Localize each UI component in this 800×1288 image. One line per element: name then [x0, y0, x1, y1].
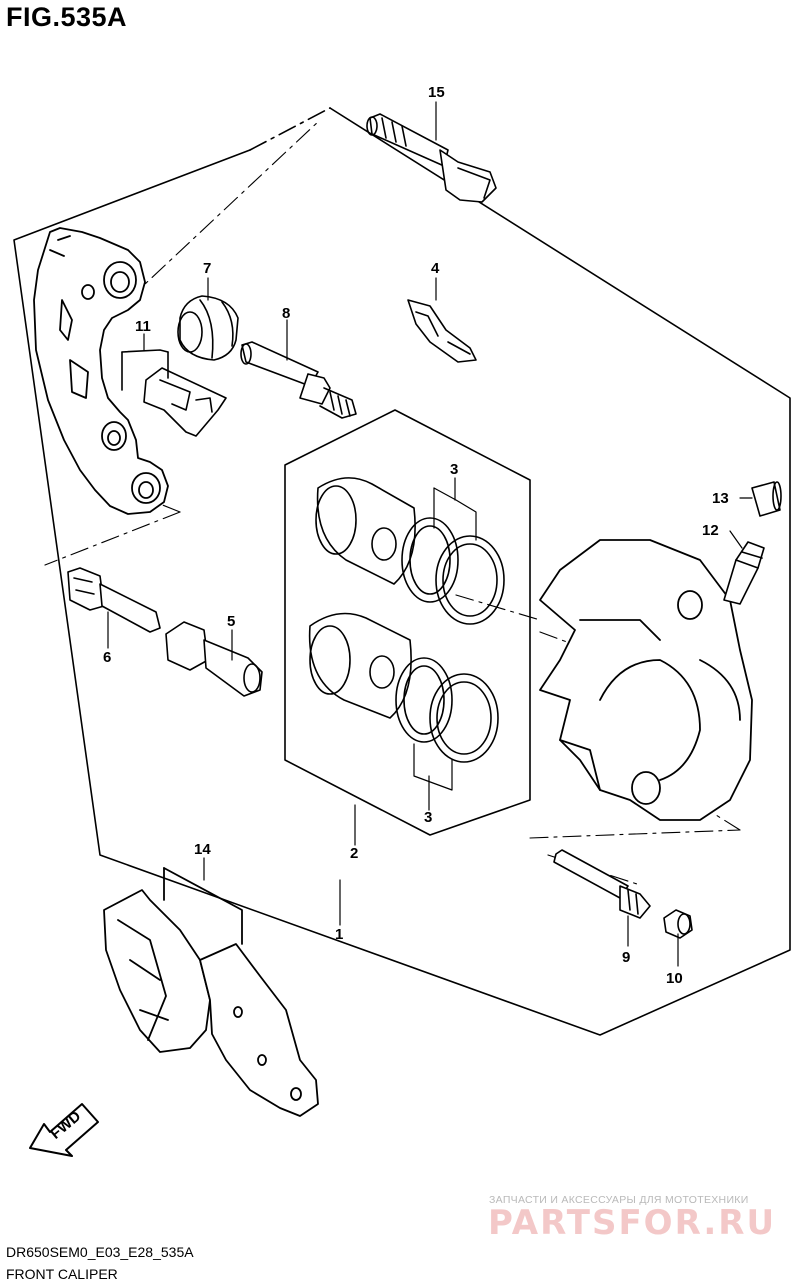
- assembly-outline: [13, 107, 791, 1036]
- callout-2: 2: [350, 845, 358, 862]
- bleeder-cap: [751, 481, 782, 517]
- callout-14: 14: [194, 841, 211, 858]
- piston-upper: [315, 477, 416, 585]
- callout-8: 8: [282, 305, 290, 322]
- guide-bolt: [165, 621, 263, 697]
- seal-lower-1: [395, 657, 453, 743]
- seal-kit-outline: [284, 409, 531, 836]
- callout-5: 5: [227, 613, 235, 630]
- callout-15: 15: [428, 84, 445, 101]
- fwd-arrow: FWD: [29, 1103, 99, 1157]
- guide-pin: [67, 567, 161, 633]
- figure-code: DR650SEM0_E03_E28_535A: [6, 1244, 194, 1260]
- callout-13: 13: [712, 490, 729, 507]
- piston-lower: [308, 612, 412, 719]
- callout-7: 7: [203, 260, 211, 277]
- figure-caption: FRONT CALIPER: [6, 1266, 118, 1282]
- seal-upper-2: [435, 535, 505, 625]
- watermark-logo: PARTSFOR.RU: [488, 1203, 777, 1243]
- callout-11: 11: [135, 318, 151, 335]
- pad-spring: [121, 349, 227, 437]
- callout-12: 12: [702, 522, 719, 539]
- caliper-body: [539, 539, 753, 821]
- mounting-bolt: [366, 113, 497, 203]
- pad-pin: [553, 849, 651, 919]
- figure-title: FIG.535A: [6, 2, 128, 32]
- seal-lower-2: [429, 673, 499, 763]
- pad-retainer: [407, 299, 477, 363]
- callout-10: 10: [666, 970, 683, 987]
- caliper-bracket: [33, 227, 169, 515]
- pin-plug: [663, 909, 693, 939]
- bleeder-screw: [723, 541, 765, 605]
- watermark-subtitle: ЗАПЧАСТИ И АКСЕССУАРЫ ДЛЯ МОТОТЕХНИКИ: [489, 1194, 749, 1206]
- callout-4: 4: [431, 260, 440, 277]
- callout-9: 9: [622, 949, 630, 966]
- callout-6: 6: [103, 649, 111, 666]
- callout-labels: 15 7 8 4 11 3 3 2 1 5 6 14 13 12 9 10: [103, 84, 729, 987]
- callout-1: 1: [335, 926, 343, 943]
- brake-pads: [103, 867, 319, 1117]
- leader-lines: [107, 101, 753, 967]
- slide-pin: [240, 341, 357, 419]
- boot: [177, 295, 239, 361]
- callout-3-lower: 3: [424, 809, 432, 826]
- callout-3-upper: 3: [450, 461, 458, 478]
- seal-upper-1: [401, 517, 459, 603]
